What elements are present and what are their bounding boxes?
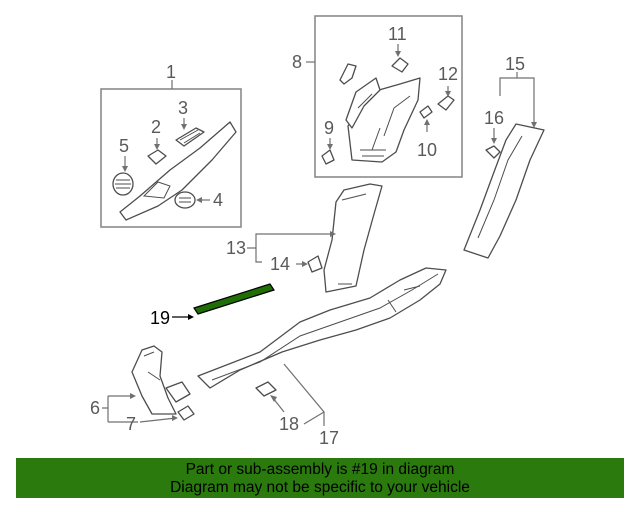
clip-14	[307, 255, 323, 273]
clip-16	[485, 145, 501, 159]
callout-4[interactable]: 4	[213, 190, 223, 210]
clip-9	[321, 149, 335, 165]
callout-1[interactable]: 1	[166, 62, 176, 82]
callout-8[interactable]: 8	[292, 52, 302, 72]
callout-17[interactable]: 17	[319, 428, 339, 448]
rear-quarter-trim	[463, 123, 545, 259]
callout-13[interactable]: 13	[226, 238, 246, 258]
clip-2	[147, 149, 167, 165]
callout-5[interactable]: 5	[119, 136, 129, 156]
kick-panel-6	[131, 345, 177, 415]
callout-15[interactable]: 15	[505, 54, 525, 74]
callout-7[interactable]: 7	[126, 414, 136, 434]
a-pillar-trim	[119, 121, 237, 221]
callout-14[interactable]: 14	[270, 254, 290, 274]
callout-10[interactable]: 10	[417, 140, 437, 160]
coat-hook	[339, 63, 357, 85]
callout-11[interactable]: 11	[388, 24, 407, 44]
info-banner: Part or sub-assembly is #19 in diagram D…	[16, 458, 624, 498]
callout-16[interactable]: 16	[484, 108, 504, 128]
group-box-8	[314, 15, 463, 178]
clip-11	[391, 57, 409, 73]
clip-10	[419, 105, 433, 119]
tweeter-cover-4	[174, 191, 196, 209]
clip-12	[437, 95, 455, 111]
callout-12[interactable]: 12	[438, 64, 458, 84]
callout-3[interactable]: 3	[178, 98, 188, 118]
banner-line-1: Part or sub-assembly is #19 in diagram	[185, 461, 455, 478]
callout-9[interactable]: 9	[324, 118, 334, 138]
group-box-1	[100, 88, 242, 228]
b-pillar-lower-trim	[323, 183, 383, 293]
callout-6[interactable]: 6	[90, 398, 100, 418]
callout-18[interactable]: 18	[279, 414, 299, 434]
callout-2[interactable]: 2	[151, 117, 161, 137]
kick-panel-bracket	[165, 381, 191, 403]
clip-3	[175, 127, 205, 147]
banner-line-2: Diagram may not be specific to your vehi…	[170, 479, 470, 496]
scuff-plate-19[interactable]	[193, 283, 275, 315]
clip-18	[255, 381, 277, 397]
callout-19[interactable]: 19	[150, 308, 170, 328]
clip-7	[177, 405, 195, 421]
